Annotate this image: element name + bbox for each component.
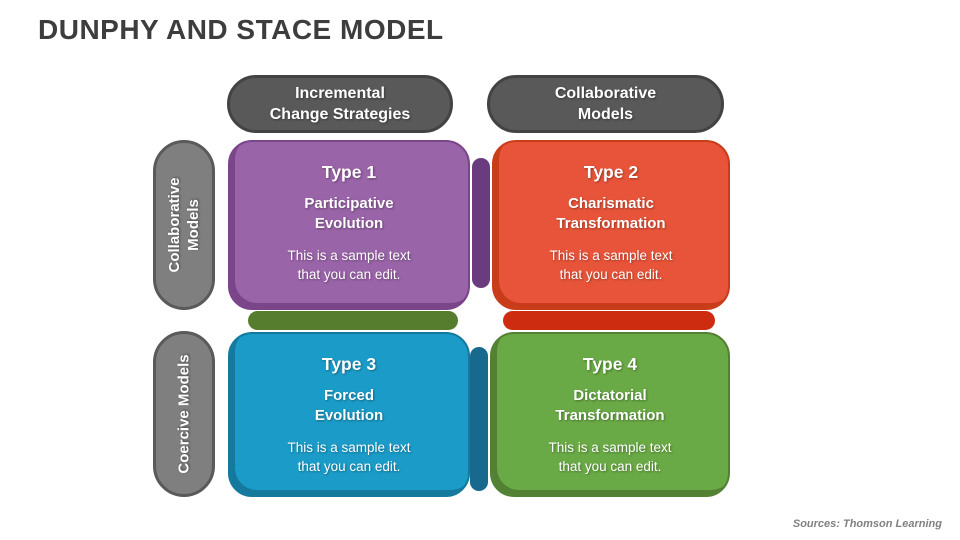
quadrant-strategy-name: Dictatorial Transformation (555, 387, 665, 424)
connector-right-column-link (503, 311, 715, 330)
slide-title: DUNPHY AND STACE MODEL (38, 14, 444, 45)
quadrant-type-2-charismatic-transformation: Type 2 Charismatic Transformation This i… (492, 140, 730, 310)
column-header-collaborative-models: Collaborative Models (487, 75, 724, 133)
quadrant-sample-text: This is a sample text that you can edit. (287, 248, 411, 282)
row-header-label: Collaborative Models (166, 177, 202, 273)
quadrant-type-label: Type 3 (321, 354, 377, 374)
column-header-label: Incremental Change Strategies (269, 85, 411, 123)
source-note: Sources: Thomson Learning (792, 518, 942, 530)
connector-left-column-link (248, 311, 458, 330)
column-header-label: Collaborative Models (554, 85, 657, 123)
column-header-incremental-change-strategies: Incremental Change Strategies (227, 75, 453, 133)
row-header-label: Coercive Models (175, 354, 193, 474)
quadrant-type-1-participative-evolution: Type 1 Participative Evolution This is a… (228, 140, 470, 310)
quadrant-type-3-forced-evolution: Type 3 Forced Evolution This is a sample… (228, 332, 470, 497)
row-header-coercive-models: Coercive Models (153, 331, 215, 497)
quadrant-strategy-name: Forced Evolution (314, 387, 384, 424)
connector-top-row-link (472, 158, 490, 288)
quadrant-type-4-dictatorial-transformation: Type 4 Dictatorial Transformation This i… (490, 332, 730, 497)
quadrant-sample-text: This is a sample text that you can edit. (549, 248, 673, 282)
quadrant-type-label: Type 1 (321, 162, 377, 182)
quadrant-sample-text: This is a sample text that you can edit. (287, 440, 411, 474)
row-header-collaborative-models: Collaborative Models (153, 140, 215, 310)
quadrant-sample-text: This is a sample text that you can edit. (548, 440, 672, 474)
quadrant-strategy-name: Charismatic Transformation (556, 195, 666, 232)
quadrant-strategy-name: Participative Evolution (304, 195, 394, 232)
quadrant-type-label: Type 4 (582, 354, 638, 374)
connector-bottom-row-link (470, 347, 488, 491)
quadrant-type-label: Type 2 (583, 162, 639, 182)
